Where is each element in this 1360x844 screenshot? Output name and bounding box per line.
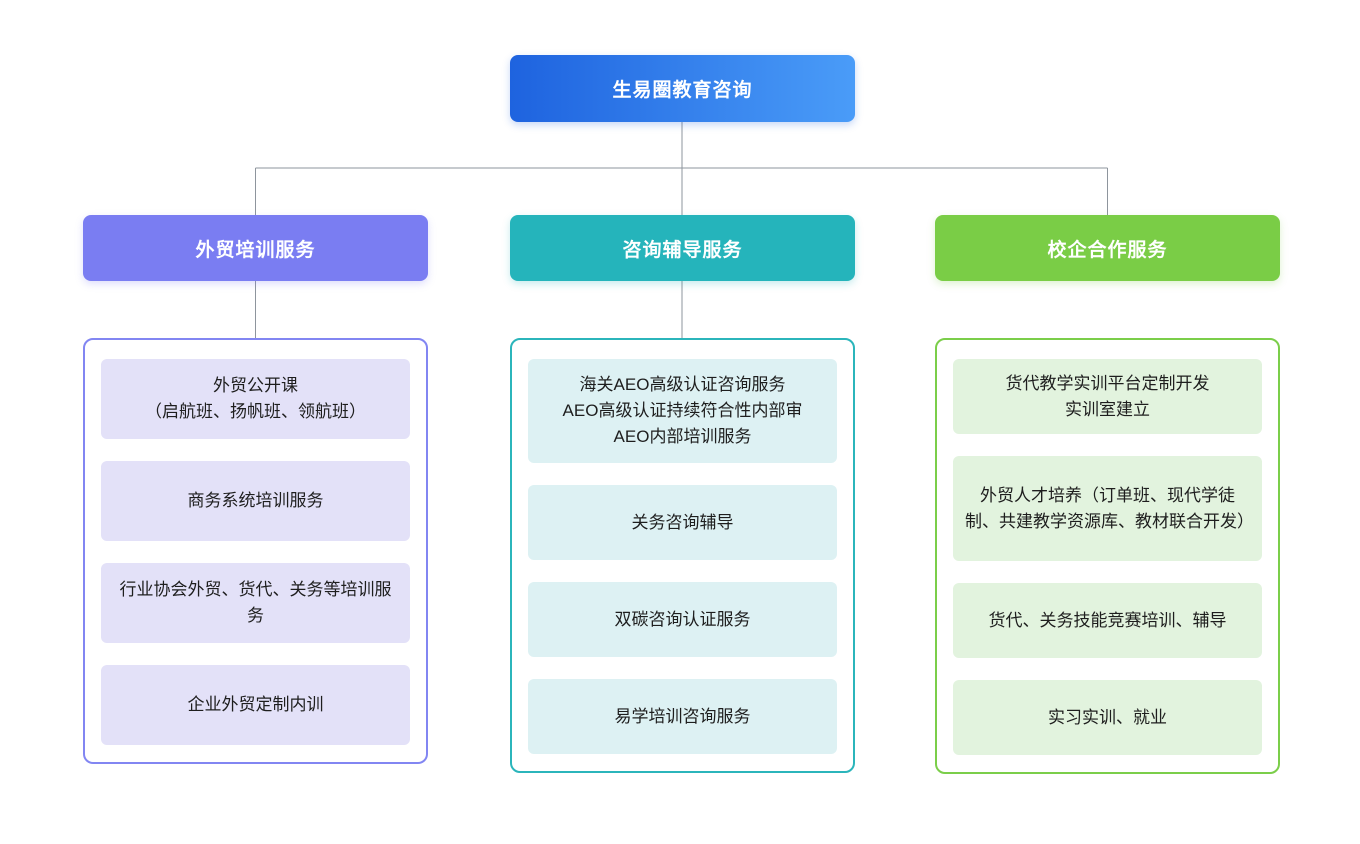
branch-label: 外贸培训服务	[195, 239, 316, 261]
leaf-node: 易学培训咨询服务	[528, 679, 837, 754]
leaf-node: 货代、关务技能竞赛培训、辅导	[953, 583, 1262, 658]
leaf-node: 双碳咨询认证服务	[528, 582, 837, 657]
leaf-node: 外贸人才培养（订单班、现代学徒制、共建教学资源库、教材联合开发）	[953, 456, 1262, 561]
leaf-node: 海关AEO高级认证咨询服务 AEO高级认证持续符合性内部审 AEO内部培训服务	[528, 359, 837, 463]
branch-label: 咨询辅导服务	[622, 239, 743, 261]
leaf-node: 关务咨询辅导	[528, 485, 837, 560]
leaf-node: 实习实训、就业	[953, 680, 1262, 755]
leaf-node: 外贸公开课 （启航班、扬帆班、领航班）	[101, 359, 410, 439]
trade-training-panel: 外贸公开课 （启航班、扬帆班、领航班） 商务系统培训服务 行业协会外贸、货代、关…	[83, 338, 428, 764]
branch-node-trade-training: 外贸培训服务	[83, 215, 428, 281]
branch-label: 校企合作服务	[1047, 239, 1168, 261]
branch-node-consulting: 咨询辅导服务	[510, 215, 855, 281]
leaf-node: 企业外贸定制内训	[101, 665, 410, 745]
root-node-label: 生易圈教育咨询	[612, 80, 753, 101]
branch-node-school-enterprise: 校企合作服务	[935, 215, 1280, 281]
leaf-node: 商务系统培训服务	[101, 461, 410, 541]
school-enterprise-panel: 货代教学实训平台定制开发 实训室建立 外贸人才培养（订单班、现代学徒制、共建教学…	[935, 338, 1280, 774]
root-node: 生易圈教育咨询	[510, 55, 855, 122]
leaf-node: 行业协会外贸、货代、关务等培训服务	[101, 563, 410, 643]
consulting-panel: 海关AEO高级认证咨询服务 AEO高级认证持续符合性内部审 AEO内部培训服务 …	[510, 338, 855, 773]
leaf-node: 货代教学实训平台定制开发 实训室建立	[953, 359, 1262, 434]
